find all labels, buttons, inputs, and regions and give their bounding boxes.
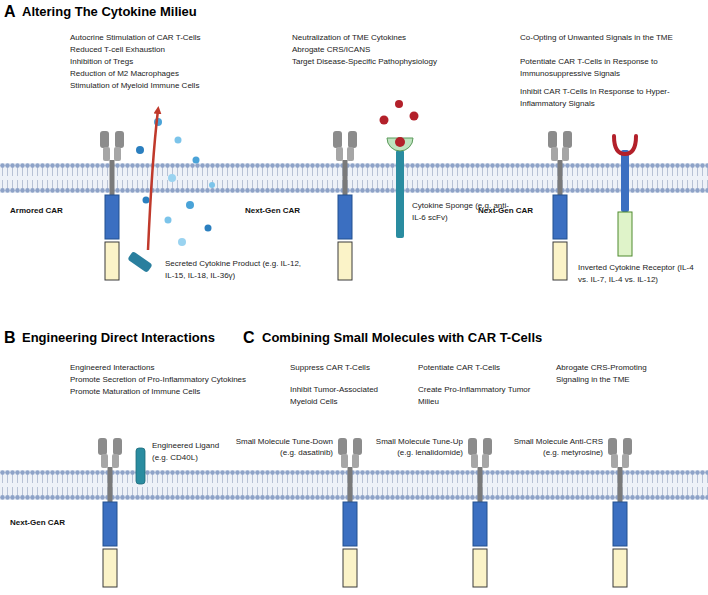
benefit-text: Reduced T-cell Exhaustion <box>70 44 165 56</box>
secretion-arrow <box>148 110 158 250</box>
car-label: Next-Gen CAR <box>245 206 300 216</box>
benefit-text: Engineered Interactions <box>70 362 155 374</box>
cytokine-dots <box>380 100 419 125</box>
benefit-text: Potentiate CAR T-Cells <box>418 362 500 374</box>
benefit-text: Stimulation of Myeloid Immune Cells <box>70 80 199 92</box>
cell-membrane <box>0 163 708 193</box>
component-label: Engineered Ligand (e.g. CD40L) <box>152 440 224 464</box>
benefit-text: Create Pro-Inflammatory Tumor Milieu <box>418 384 533 408</box>
panel-letter: A <box>4 2 16 23</box>
engineered-ligand <box>136 448 145 484</box>
car-label: Armored CAR <box>10 206 63 216</box>
benefit-text: Autocrine Stimulation of CAR T-Cells <box>70 32 201 44</box>
benefit-text: Inhibit Tumor-Associated Myeloid Cells <box>290 384 405 408</box>
car-receptor <box>548 131 572 280</box>
benefit-text: Target Disease-Specific Pathophysiology <box>292 56 437 68</box>
inverted-receptor <box>614 136 636 256</box>
component-label: Small Molecule Tune-Down (e.g. dasatinib… <box>233 436 333 458</box>
cytokine-sponge <box>387 137 413 238</box>
component-label: Small Molecule Tune-Up (e.g. lenalidomid… <box>363 436 463 458</box>
benefit-text: Abrogate CRS/ICANS <box>292 44 370 56</box>
car-receptor <box>333 131 357 280</box>
car-receptor <box>608 438 632 587</box>
panel-title: Altering The Cytokine Milieu <box>22 4 197 21</box>
panel-title: Combining Small Molecules with CAR T-Cel… <box>262 330 542 347</box>
panel-letter: B <box>4 328 16 349</box>
benefit-text: Promote Secretion of Pro-Inflammatory Cy… <box>70 374 246 386</box>
benefit-text: Inhibit CAR T-Cells In Response to Hyper… <box>520 86 680 110</box>
benefit-text: Potentiate CAR T-Cells in Response to Im… <box>520 56 680 80</box>
secreted-cytokine <box>127 251 152 273</box>
benefit-text: Abrogate CRS-Promoting Signaling in the … <box>556 362 671 386</box>
car-receptor <box>98 438 122 587</box>
panel-letter: C <box>243 328 255 349</box>
car-label: Next-Gen CAR <box>10 518 65 528</box>
benefit-text: Co-Opting of Unwanted Signals in the TME <box>520 32 673 44</box>
car-receptor <box>100 131 124 280</box>
car-receptor <box>338 438 362 587</box>
benefit-text: Suppress CAR T-Cells <box>290 362 370 374</box>
benefit-text: Inhibition of Tregs <box>70 56 133 68</box>
panel-title: Engineering Direct Interactions <box>22 330 215 347</box>
cell-membrane <box>0 470 708 500</box>
component-label: Small Molecule Anti-CRS (e.g. metyrosine… <box>503 436 603 458</box>
component-label: Secreted Cytokine Product (e.g. IL-12, I… <box>165 258 305 282</box>
car-receptor <box>468 438 492 587</box>
benefit-text: Reduction of M2 Macrophages <box>70 68 179 80</box>
component-label: Inverted Cytokine Receptor (IL-4 vs. IL-… <box>578 262 704 286</box>
car-label: Next-Gen CAR <box>478 206 533 216</box>
benefit-text: Promote Maturation of Immune Cells <box>70 386 200 398</box>
benefit-text: Neutralization of TME Cytokines <box>292 32 406 44</box>
